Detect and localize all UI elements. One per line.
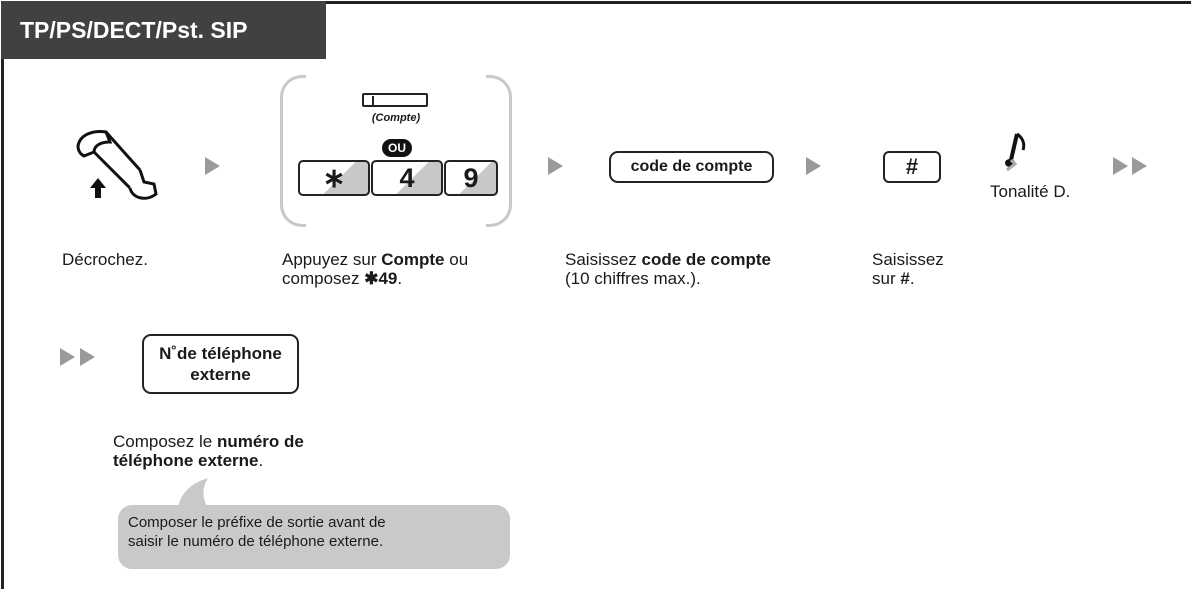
page-title: TP/PS/DECT/Pst. SIP	[1, 1, 326, 59]
step-code-caption: Saisissez code de compte (10 chiffres ma…	[565, 250, 771, 288]
digit-4-key[interactable]: 4	[371, 160, 443, 196]
external-number-line2: externe	[190, 365, 251, 384]
step-arrow	[80, 348, 95, 366]
step-arrow	[548, 157, 563, 175]
external-number-box[interactable]: N˚de téléphone externe	[142, 334, 299, 394]
digit-9-label: 9	[463, 162, 479, 193]
account-key-label: (Compte)	[371, 112, 421, 124]
step-arrow	[806, 157, 821, 175]
note-bubble: Composer le préfixe de sortie avant de s…	[118, 505, 510, 569]
hash-key[interactable]: #	[883, 151, 941, 183]
frame-left-border	[1, 1, 4, 589]
tone-label: Tonalité D.	[990, 182, 1071, 201]
or-badge: OU	[382, 139, 412, 157]
step-hash-caption: Saisissez sur #.	[872, 250, 944, 288]
step-account-caption: Appuyez sur Compte ou composez ✱49.	[282, 250, 469, 288]
digit-9-key[interactable]: 9	[444, 160, 498, 196]
music-note-icon	[1005, 132, 1026, 172]
note-line1: Composer le préfixe de sortie avant de	[128, 514, 386, 531]
step-arrow	[1132, 157, 1147, 175]
star-key[interactable]: ∗	[298, 160, 370, 196]
step-pickup-caption: Décrochez.	[62, 250, 148, 269]
step-arrow	[1113, 157, 1128, 175]
open-paren	[280, 75, 306, 227]
note-line2: saisir le numéro de téléphone externe.	[128, 533, 384, 550]
frame-top-border	[1, 1, 1191, 4]
step-arrow	[205, 157, 220, 175]
external-number-line1: N˚de téléphone	[159, 344, 282, 363]
close-paren	[486, 75, 512, 227]
note-bubble-tail	[178, 478, 208, 508]
handset-off-hook-icon	[76, 130, 158, 200]
account-code-box[interactable]: code de compte	[609, 151, 774, 183]
step-dial-caption: Composez le numéro de téléphone externe.	[113, 432, 304, 470]
star-key-label: ∗	[322, 162, 346, 193]
digit-4-label: 4	[399, 162, 415, 193]
step-arrow	[60, 348, 75, 366]
account-feature-key[interactable]	[362, 93, 428, 107]
